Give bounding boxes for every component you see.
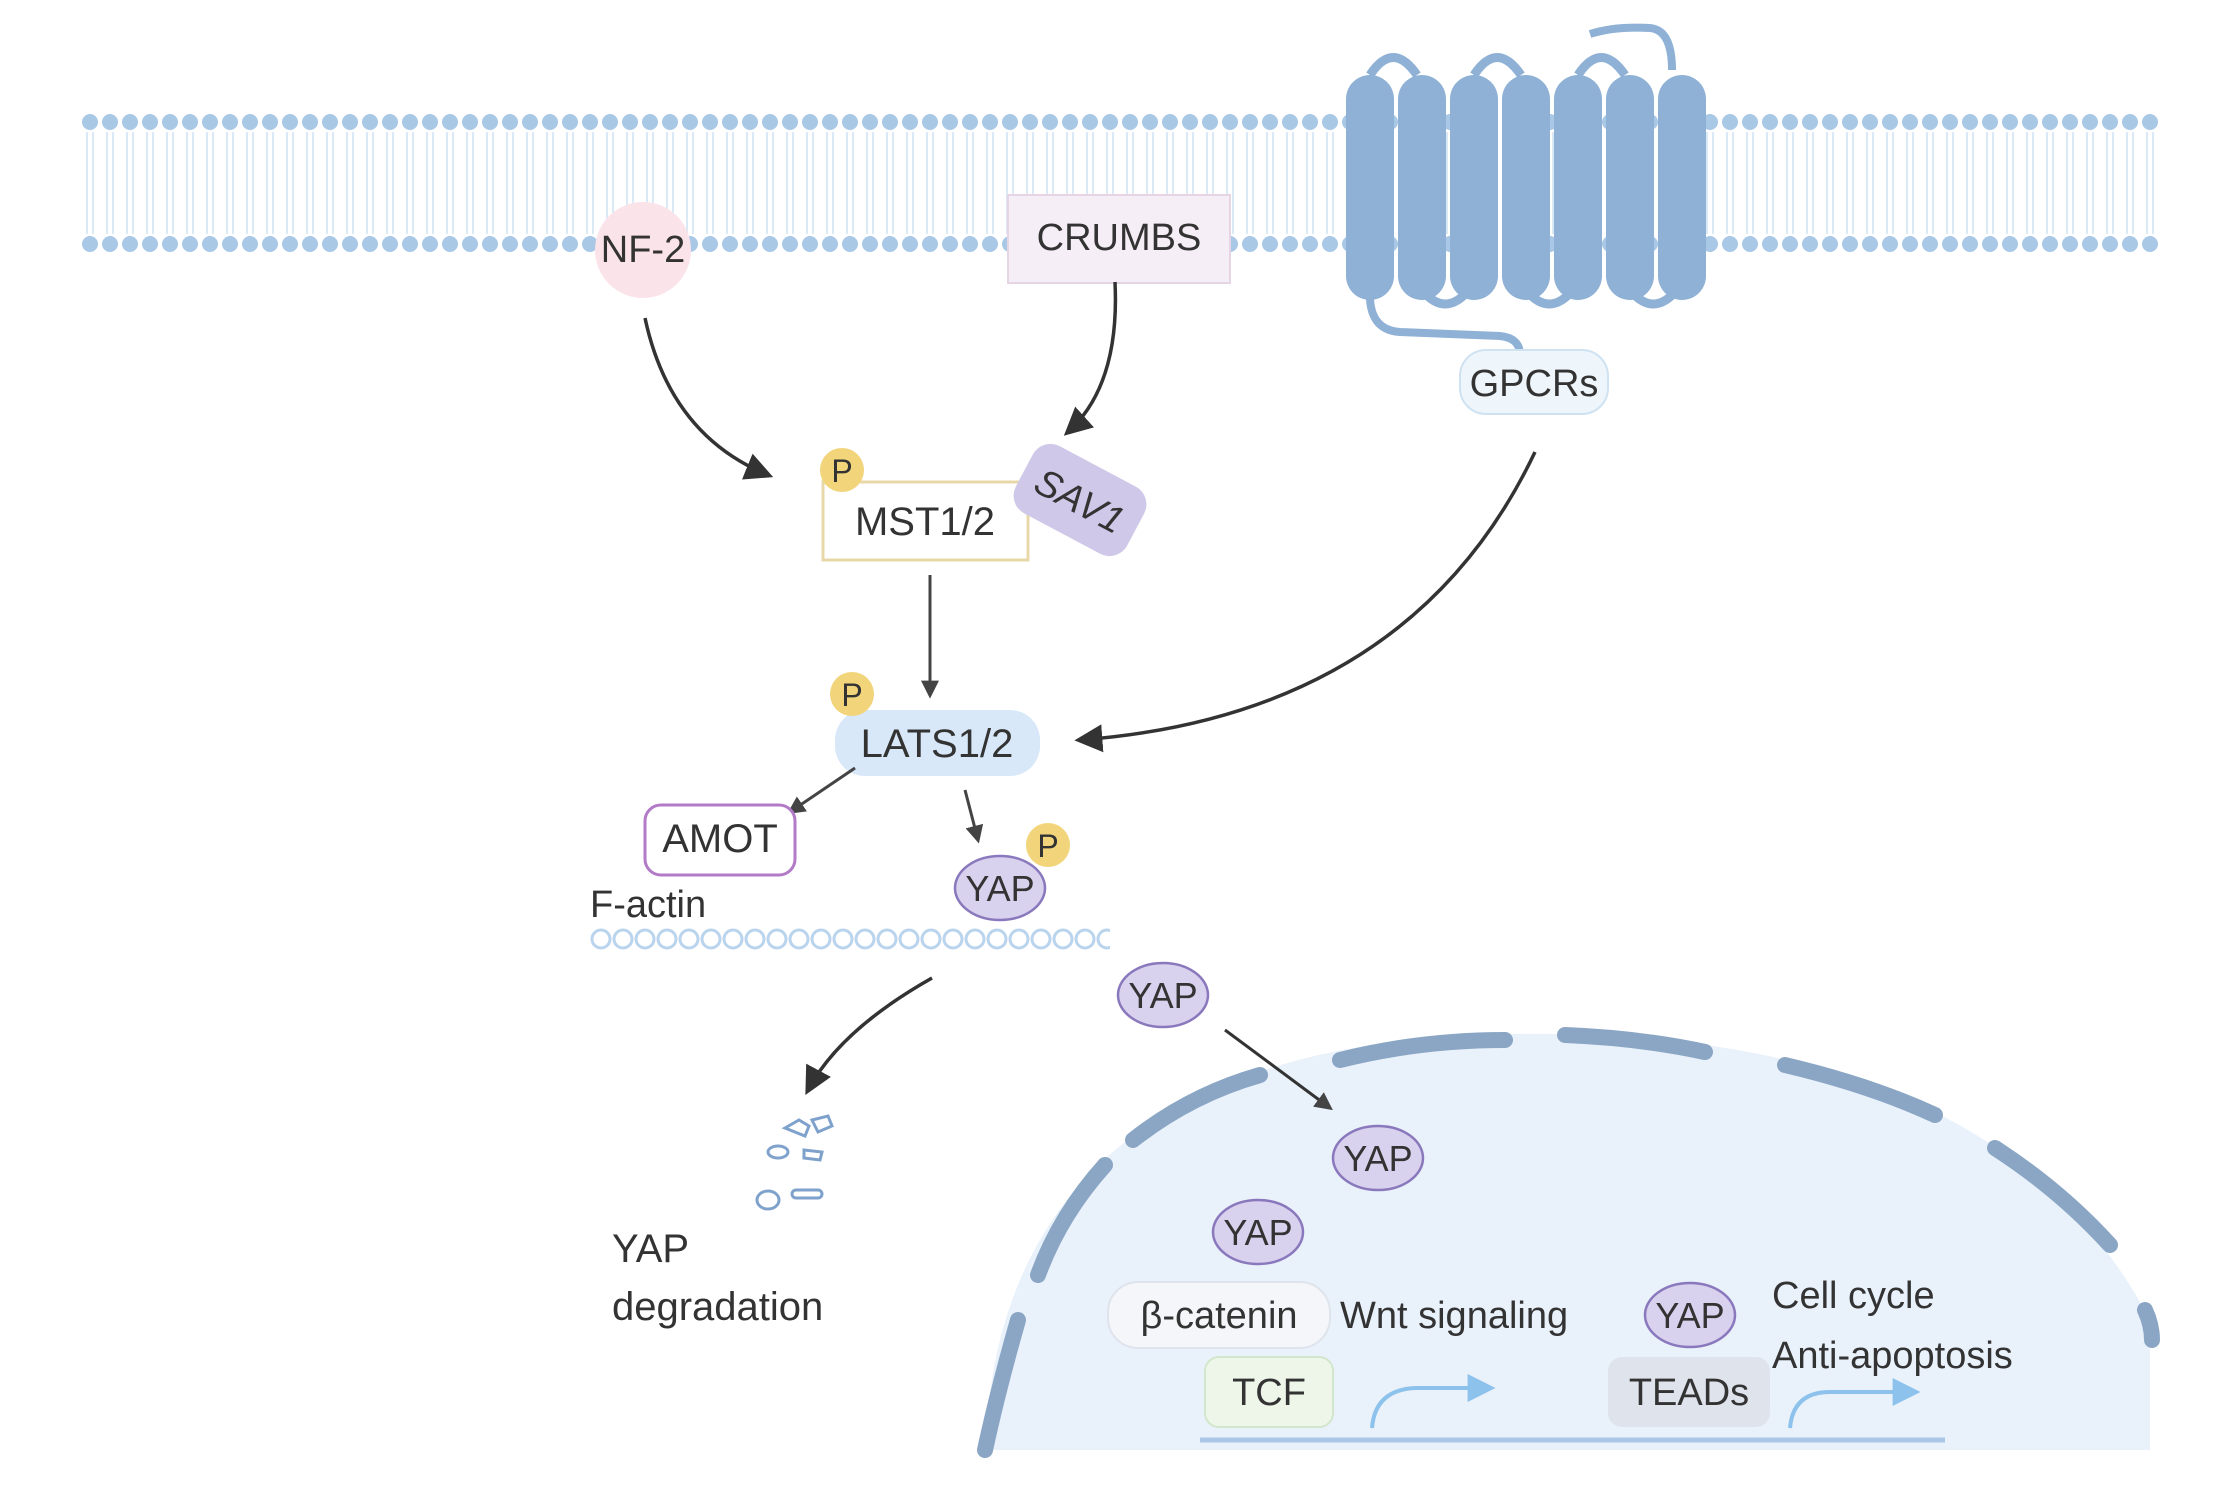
gpcrs-node: GPCRs	[1459, 349, 1609, 415]
mst-label: MST1/2	[855, 500, 995, 544]
yap-degradation-label-line1: YAP	[612, 1227, 689, 1271]
tcf-label: TCF	[1232, 1372, 1306, 1414]
arrow-lats-to-yap	[963, 789, 984, 844]
yap-phospho-badge: P	[1026, 823, 1070, 867]
lats-label: LATS1/2	[861, 722, 1014, 766]
svg-text:P: P	[841, 677, 862, 713]
amot-node: AMOT	[643, 803, 797, 877]
svg-text:YAP: YAP	[965, 868, 1034, 909]
degradation-fragments-icon	[755, 1114, 834, 1211]
anti-apoptosis-label: Anti-apoptosis	[1772, 1335, 2013, 1377]
crumbs-label: CRUMBS	[1037, 217, 1202, 259]
mst-phospho-badge: P	[820, 448, 864, 492]
svg-text:P: P	[831, 453, 852, 489]
beta-catenin-node: β-catenin	[1107, 1281, 1331, 1349]
nucleus	[977, 1027, 2160, 1458]
yap-nucleus-3: YAP	[1643, 1281, 1737, 1349]
yap-nucleus-2: YAP	[1211, 1198, 1305, 1266]
factin-filament	[590, 928, 1110, 950]
teads-node: TEADs	[1608, 1357, 1770, 1427]
arrow-nf2-to-mst	[643, 317, 774, 480]
beta-catenin-label: β-catenin	[1140, 1295, 1297, 1337]
svg-text:YAP: YAP	[1655, 1295, 1724, 1336]
transcription-arrow-wnt	[1370, 1374, 1496, 1429]
yap-degradation-label-line2: degradation	[612, 1285, 823, 1329]
mst-node: MST1/2	[821, 480, 1030, 562]
yap-nucleus-1: YAP	[1331, 1124, 1425, 1192]
cell-cycle-label: Cell cycle	[1772, 1275, 1935, 1317]
gpcr-receptor-icon	[1346, 23, 1706, 356]
nuclear-envelope	[977, 1027, 2160, 1458]
crumbs-node: CRUMBS	[1007, 194, 1231, 284]
svg-text:YAP: YAP	[1128, 975, 1197, 1016]
teads-label: TEADs	[1629, 1372, 1749, 1414]
wnt-signaling-label: Wnt signaling	[1340, 1295, 1568, 1337]
yap-phospho-cytoplasm: YAP	[953, 854, 1047, 922]
arrow-yap-to-nucleus	[1224, 1028, 1333, 1111]
svg-text:YAP: YAP	[1343, 1138, 1412, 1179]
lats-node: LATS1/2	[835, 710, 1040, 776]
nf2-label: NF-2	[601, 229, 685, 271]
transcription-arrow-tead	[1788, 1378, 1921, 1429]
amot-label: AMOT	[662, 817, 778, 861]
factin-label: F-actin	[590, 884, 706, 926]
svg-text:P: P	[1037, 828, 1058, 864]
arrow-crumbs-to-sav1	[1063, 281, 1118, 436]
lats-phospho-badge: P	[830, 672, 874, 716]
tcf-node: TCF	[1204, 1356, 1334, 1428]
svg-text:YAP: YAP	[1223, 1212, 1292, 1253]
nf2-node: NF-2	[595, 202, 691, 298]
arrow-lats-to-amot	[787, 766, 856, 815]
gpcrs-label: GPCRs	[1470, 363, 1599, 405]
yap-cytoplasm: YAP	[1116, 961, 1210, 1029]
arrow-to-degradation	[805, 976, 933, 1095]
arrow-gpcrs-to-lats	[1074, 451, 1537, 753]
